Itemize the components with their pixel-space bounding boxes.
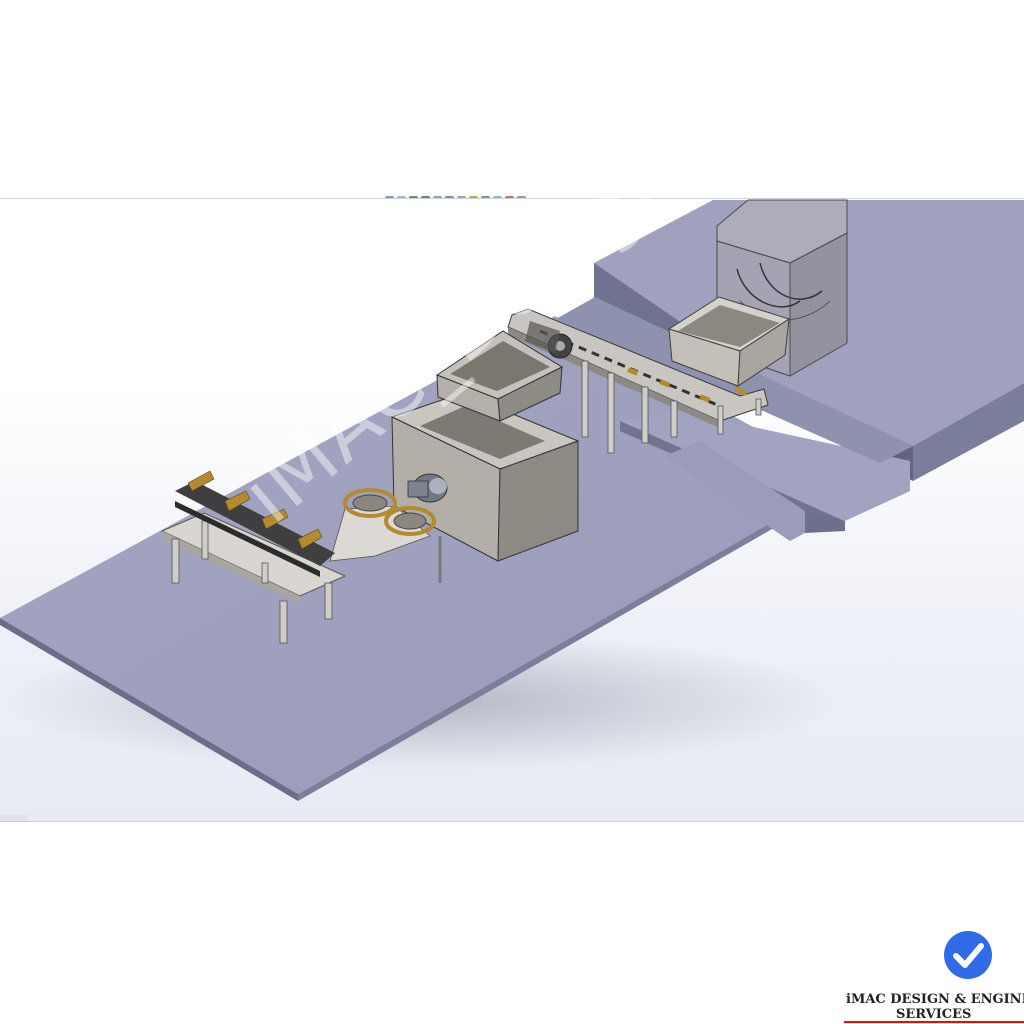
upper-hopper	[667, 296, 791, 387]
floor-slab	[0, 297, 913, 801]
check-badge-icon	[944, 931, 992, 979]
logo-underline	[844, 1021, 1024, 1023]
company-logo: iMAC DESIGN & ENGINEERING SERVICES	[820, 930, 1024, 1024]
main-machine-box	[390, 392, 580, 562]
logo-line-2: SERVICES	[896, 1007, 972, 1022]
graphics-viewport[interactable]	[0, 198, 1024, 822]
status-bar-tab[interactable]	[0, 815, 28, 821]
front-table	[160, 470, 347, 644]
main-hopper	[435, 330, 564, 422]
rotary-feeders	[329, 488, 442, 583]
logo-line-1: iMAC DESIGN & ENGINEERING	[846, 992, 1024, 1007]
assembly-model	[0, 199, 1024, 801]
inclined-conveyor	[507, 308, 769, 454]
